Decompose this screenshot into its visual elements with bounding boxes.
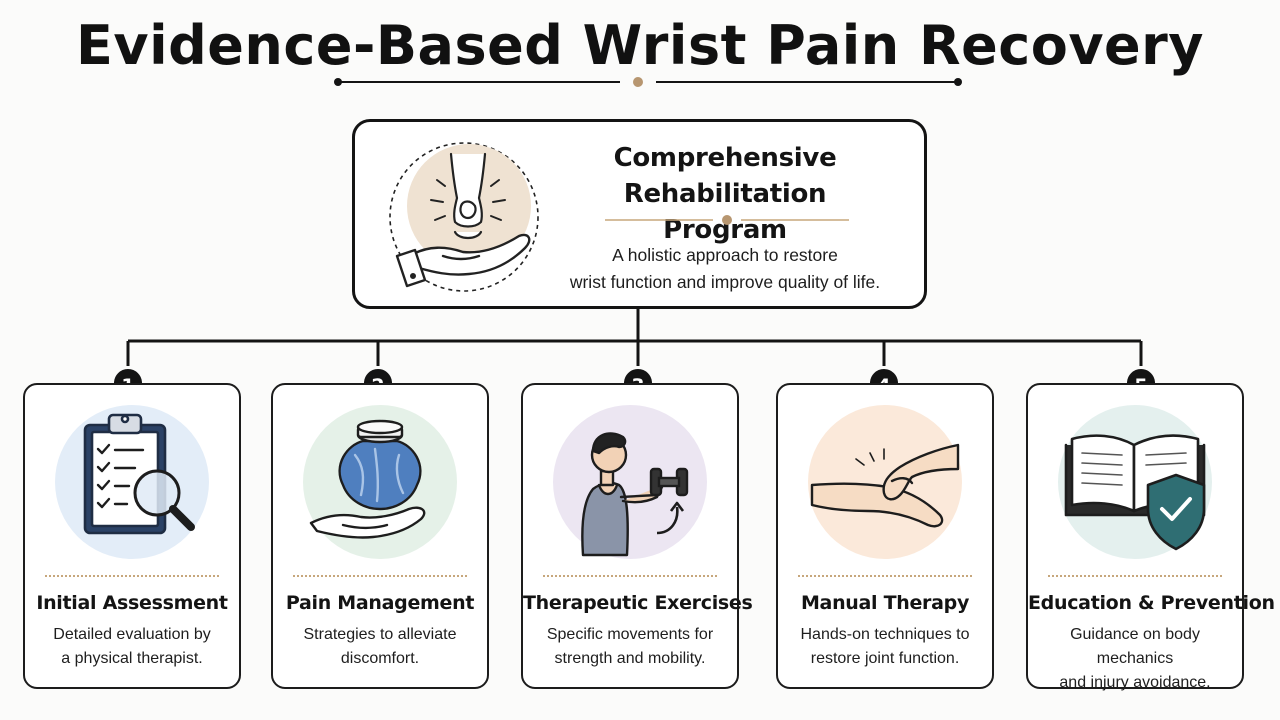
program-overview-card: Comprehensive Rehabilitation Program A h…: [352, 119, 927, 309]
step-title: Therapeutic Exercises: [523, 592, 753, 614]
dotted-divider: [293, 575, 467, 577]
program-description-line1: A holistic approach to restore: [612, 245, 838, 265]
step-description: Hands-on techniques to restore joint fun…: [784, 623, 986, 671]
step-description: Detailed evaluation by a physical therap…: [31, 623, 233, 671]
step-card-education-prevention: Education & Prevention Guidance on body …: [1026, 383, 1275, 691]
step-title: Manual Therapy: [800, 592, 970, 614]
ice-pack-hand-icon: [309, 419, 426, 539]
step-description-line1: Specific movements for: [546, 626, 714, 643]
program-description: A holistic approach to restore wrist fun…: [555, 242, 895, 296]
dotted-divider: [798, 575, 972, 577]
step-card-manual-therapy: Manual Therapy Hands-on techniques to re…: [776, 383, 994, 689]
step-card-pain-management: Pain Management Strategies to alleviate …: [271, 383, 489, 689]
dotted-divider: [543, 575, 717, 577]
icon-circle: [303, 405, 457, 559]
step-card-therapeutic-exercises: Therapeutic Exercises Specific movements…: [521, 383, 753, 689]
program-heading-line2: Rehabilitation Program: [623, 179, 827, 245]
step-description-line1: Strategies to alleviate: [303, 626, 457, 643]
step-description-line1: Hands-on techniques to: [800, 626, 970, 643]
step-description-line1: Guidance on body mechanics: [1070, 626, 1200, 667]
program-description-line2: wrist function and improve quality of li…: [569, 272, 881, 292]
icon-circle: [1058, 405, 1212, 559]
clipboard-magnifier-icon: [83, 413, 195, 535]
icon-circle: [808, 405, 962, 559]
step-description: Specific movements for strength and mobi…: [529, 623, 731, 671]
page-title: Evidence-Based Wrist Pain Recovery: [76, 14, 1204, 77]
step-description-line2: a physical therapist.: [61, 650, 203, 667]
step-description-line1: Detailed evaluation by: [53, 626, 211, 643]
program-heading-line1: Comprehensive: [613, 143, 837, 173]
man-lifting-dumbbell-icon: [581, 432, 689, 557]
step-description: Strategies to alleviate discomfort.: [279, 623, 481, 671]
step-title: Pain Management: [285, 592, 475, 614]
step-description-line2: strength and mobility.: [554, 650, 706, 667]
dotted-divider: [45, 575, 219, 577]
hand-holding-wrist-joint-icon: [389, 142, 539, 292]
book-shield-check-icon: [1064, 434, 1206, 551]
step-description: Guidance on body mechanics and injury av…: [1034, 623, 1236, 695]
step-description-line2: and injury avoidance.: [1059, 674, 1211, 691]
icon-circle: [55, 405, 209, 559]
step-card-initial-assessment: Initial Assessment Detailed evaluation b…: [23, 383, 241, 689]
program-divider: [605, 215, 849, 225]
hands-massage-icon: [810, 443, 960, 528]
dotted-divider: [1048, 575, 1222, 577]
title-divider: [334, 77, 962, 87]
icon-circle: [553, 405, 707, 559]
step-title: Initial Assessment: [36, 592, 228, 614]
program-heading: Comprehensive Rehabilitation Program: [565, 140, 885, 248]
step-description-line2: discomfort.: [340, 650, 420, 667]
step-description-line2: restore joint function.: [810, 650, 960, 667]
step-title: Education & Prevention: [1028, 592, 1275, 614]
